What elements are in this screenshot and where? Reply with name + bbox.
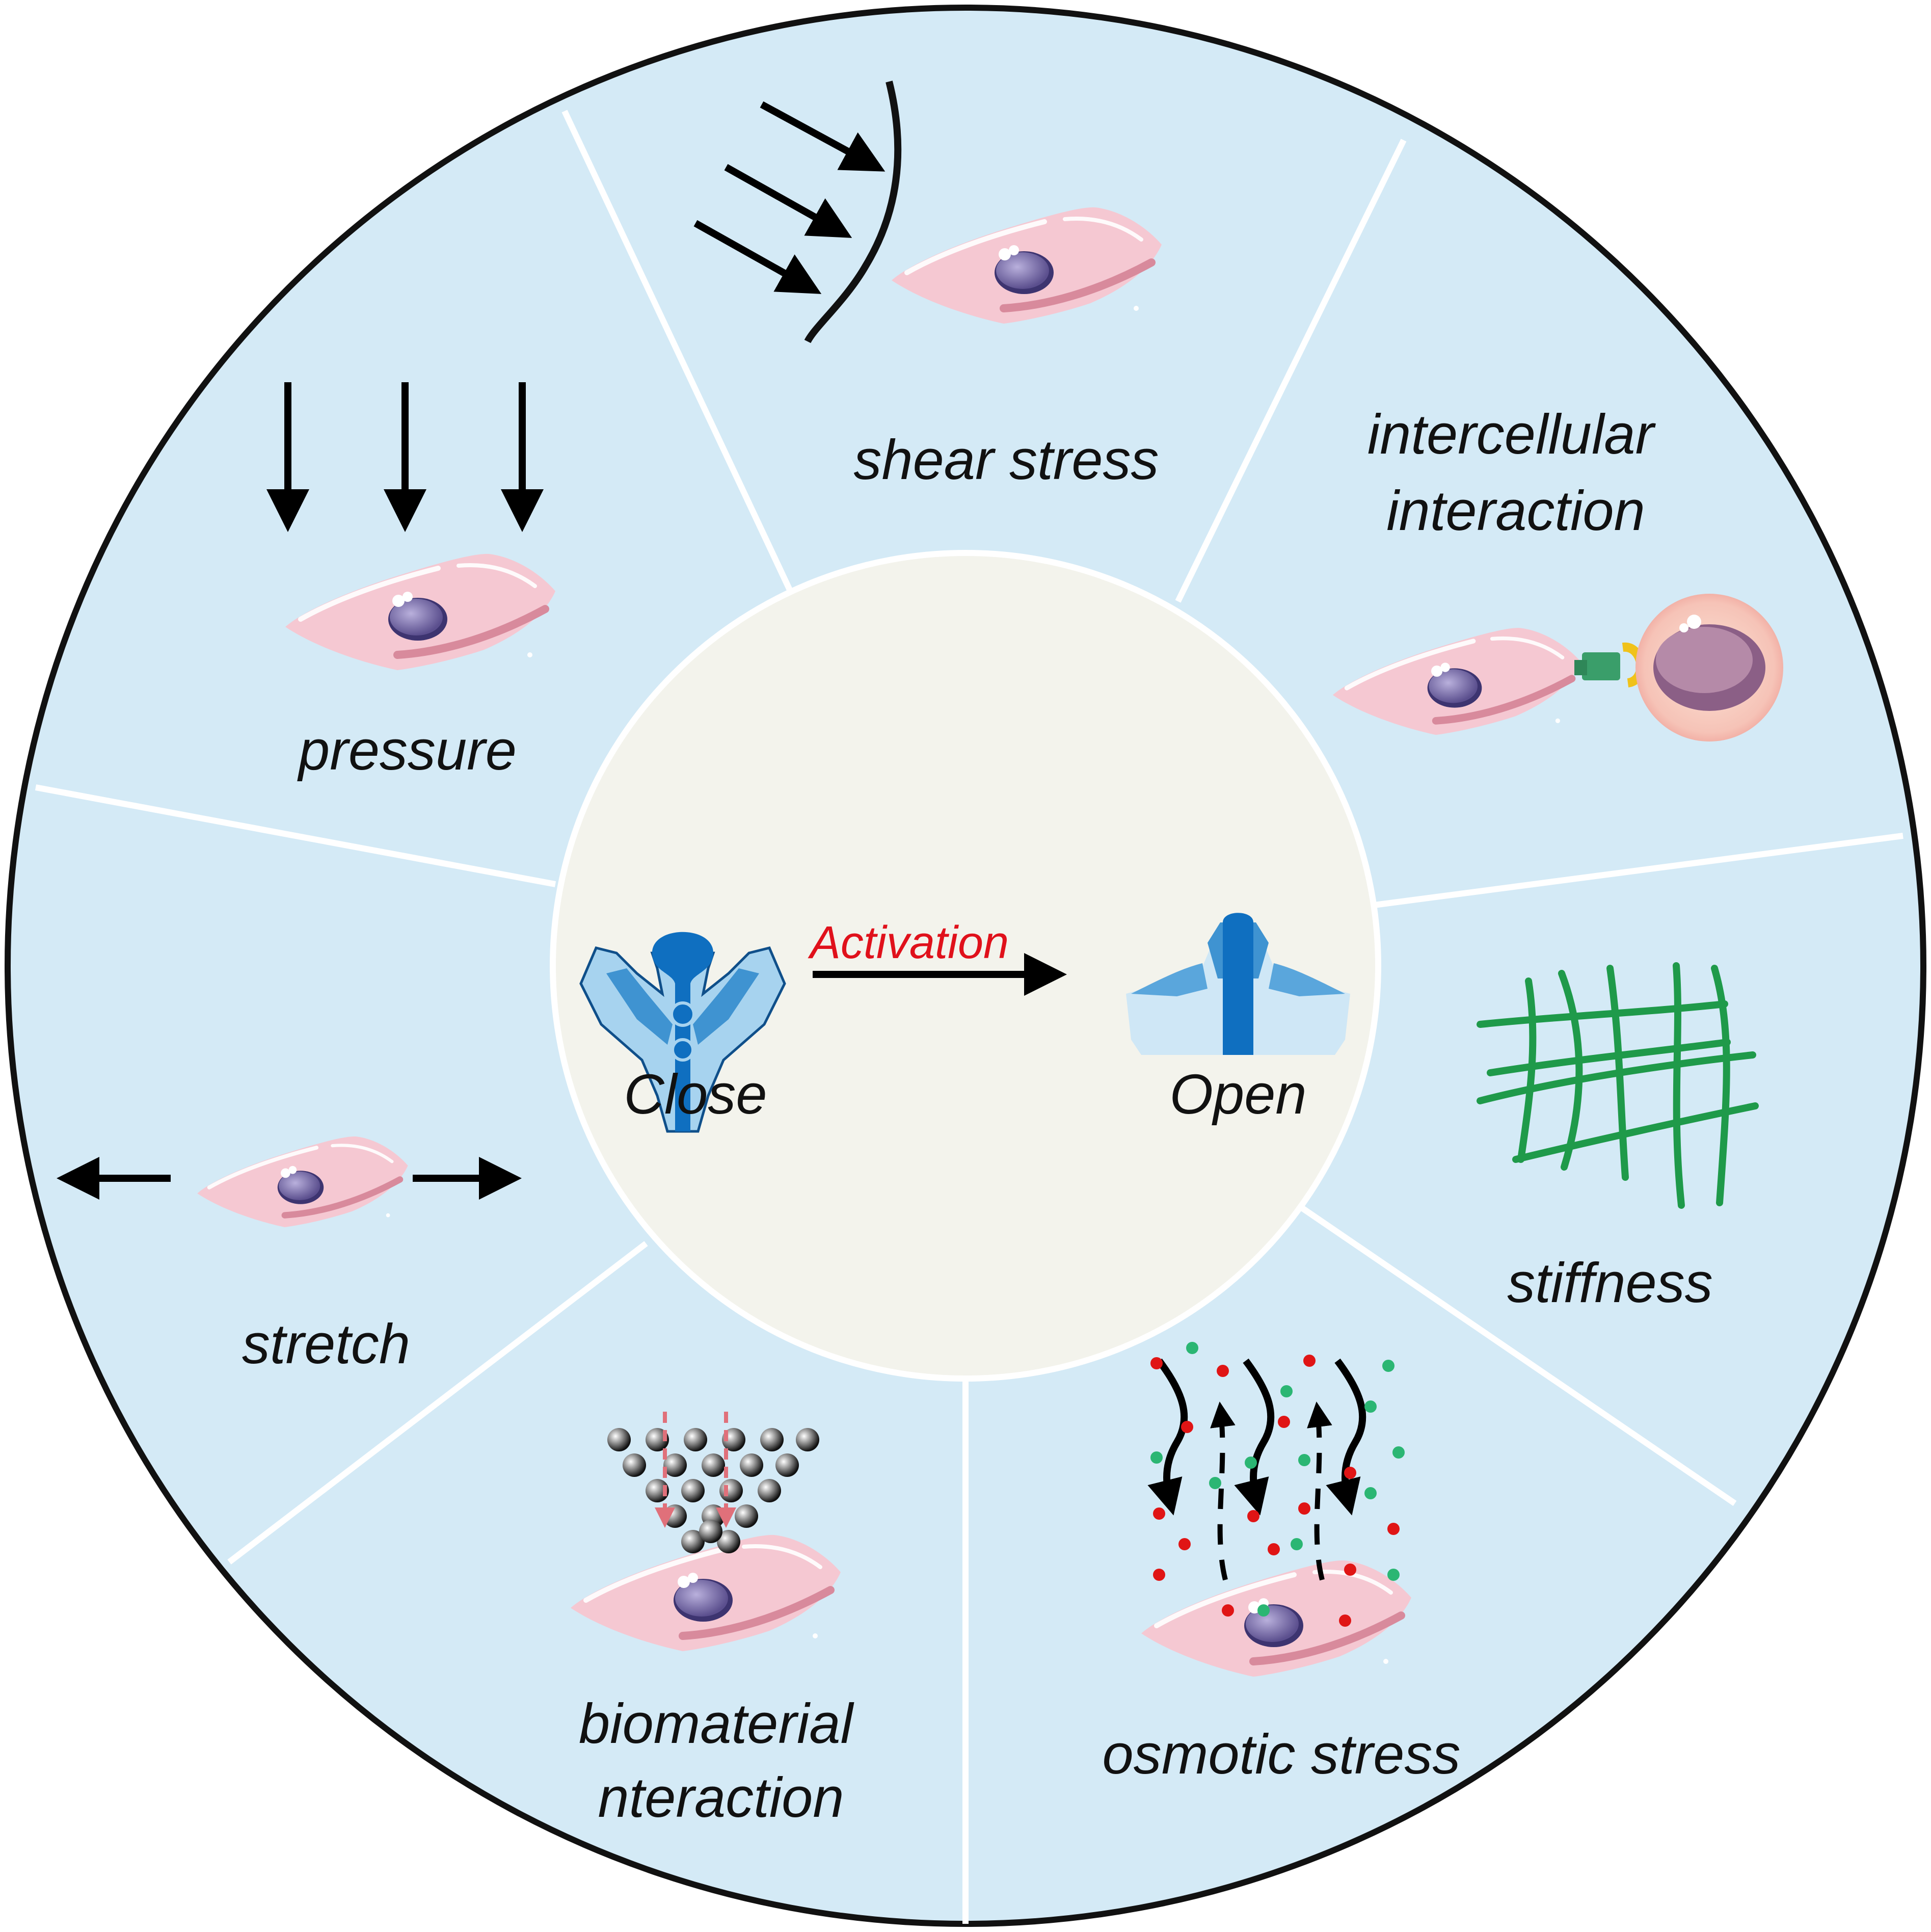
nanoparticle-icons [607,1428,819,1553]
center-disc [550,550,1381,1382]
stretch-segment: stretch [57,1136,522,1375]
shear-stress-label: shear stress [853,429,1159,491]
stiffness-segment: stiffness [1477,962,1759,1314]
intercellular-label-line1: intercellular [1367,403,1656,466]
osmotic-stress-label: osmotic stress [1103,1723,1461,1786]
efflux-arrows [1210,1401,1332,1581]
biomaterial-label-line2: nteraction [598,1766,844,1829]
shear-arrow [760,101,886,172]
close-label: Close [624,1063,767,1126]
stretch-label: stretch [242,1313,410,1375]
pressure-segment: pressure [266,382,555,782]
biomaterial-label-line1: biomaterial [579,1692,854,1755]
open-label: Open [1169,1063,1306,1126]
water-flow-arrows [1147,1358,1366,1516]
segment-dividers [35,110,1903,1924]
intercellular-label-line2: interaction [1386,480,1645,542]
shear-stress-segment: shear stress [693,81,1162,491]
matrix-fiber-icon [1477,962,1759,1209]
pressure-label: pressure [297,719,517,782]
green-ions [1150,1342,1405,1617]
red-ions [1150,1355,1400,1627]
shear-arrow [724,164,852,238]
osmotic-stress-segment: osmotic stress [1103,1342,1461,1786]
shear-arrow [693,220,822,294]
stiffness-label: stiffness [1507,1252,1712,1314]
receptor-icon [1582,652,1620,680]
uptake-arrows [655,1412,736,1528]
biomaterial-segment: biomaterial nteraction [571,1412,854,1829]
activation-label: Activation [808,917,1009,968]
intercellular-segment: intercellular interaction [1333,403,1783,742]
shear-flow-curve [804,81,902,343]
